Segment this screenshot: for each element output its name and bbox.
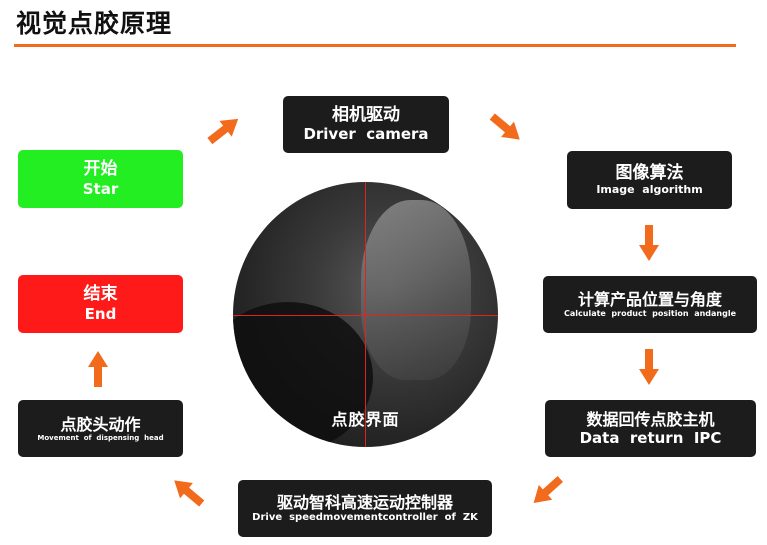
node-algorithm-cn: 图像算法 bbox=[615, 162, 684, 183]
arrow-head-to-end-icon bbox=[88, 351, 108, 387]
node-calc-cn: 计算产品位置与角度 bbox=[577, 289, 722, 309]
arrow-start-to-camera-icon bbox=[204, 111, 245, 149]
node-head-cn: 点胶头动作 bbox=[60, 414, 141, 434]
arrow-calc-to-return-icon bbox=[639, 349, 659, 385]
camera-view: 点胶界面 bbox=[233, 182, 498, 447]
camera-view-shadow bbox=[233, 302, 373, 447]
node-start: 开始 Star bbox=[18, 150, 183, 208]
node-algorithm: 图像算法 Image algorithm bbox=[567, 151, 732, 209]
node-return: 数据回传点胶主机 Data return IPC bbox=[545, 400, 756, 457]
node-end-en: End bbox=[84, 304, 117, 323]
node-end: 结束 End bbox=[18, 275, 183, 333]
camera-view-product bbox=[361, 200, 471, 380]
node-algorithm-en: Image algorithm bbox=[596, 183, 703, 197]
node-camera-cn: 相机驱动 bbox=[332, 104, 400, 125]
node-start-cn: 开始 bbox=[83, 159, 118, 180]
page-title: 视觉点胶原理 bbox=[16, 9, 173, 38]
node-calc: 计算产品位置与角度 Calculate product position and… bbox=[543, 276, 757, 333]
node-drive-en: Drive speedmovementcontroller of ZK bbox=[252, 511, 478, 523]
node-head: 点胶头动作 Movement of dispensing head bbox=[18, 400, 183, 457]
crosshair-vertical bbox=[365, 182, 366, 447]
node-end-cn: 结束 bbox=[83, 284, 118, 305]
arrow-drive-to-head-icon bbox=[168, 473, 208, 511]
arrow-return-to-drive-icon bbox=[527, 472, 567, 511]
node-return-en: Data return IPC bbox=[579, 428, 722, 447]
title-divider bbox=[14, 44, 736, 47]
node-drive-cn: 驱动智科高速运动控制器 bbox=[276, 492, 453, 512]
node-calc-en: Calculate product position andangle bbox=[564, 309, 736, 319]
node-drive: 驱动智科高速运动控制器 Drive speedmovementcontrolle… bbox=[238, 480, 492, 537]
node-start-en: Star bbox=[82, 179, 119, 198]
node-camera-en: Driver camera bbox=[303, 125, 429, 144]
node-return-cn: 数据回传点胶主机 bbox=[586, 409, 715, 429]
node-head-en: Movement of dispensing head bbox=[37, 433, 164, 442]
node-camera: 相机驱动 Driver camera bbox=[283, 96, 449, 153]
arrow-algorithm-to-calc-icon bbox=[639, 225, 659, 261]
crosshair-horizontal bbox=[233, 315, 498, 316]
camera-view-label: 点胶界面 bbox=[331, 410, 400, 429]
arrow-camera-to-algorithm-icon bbox=[486, 109, 526, 147]
